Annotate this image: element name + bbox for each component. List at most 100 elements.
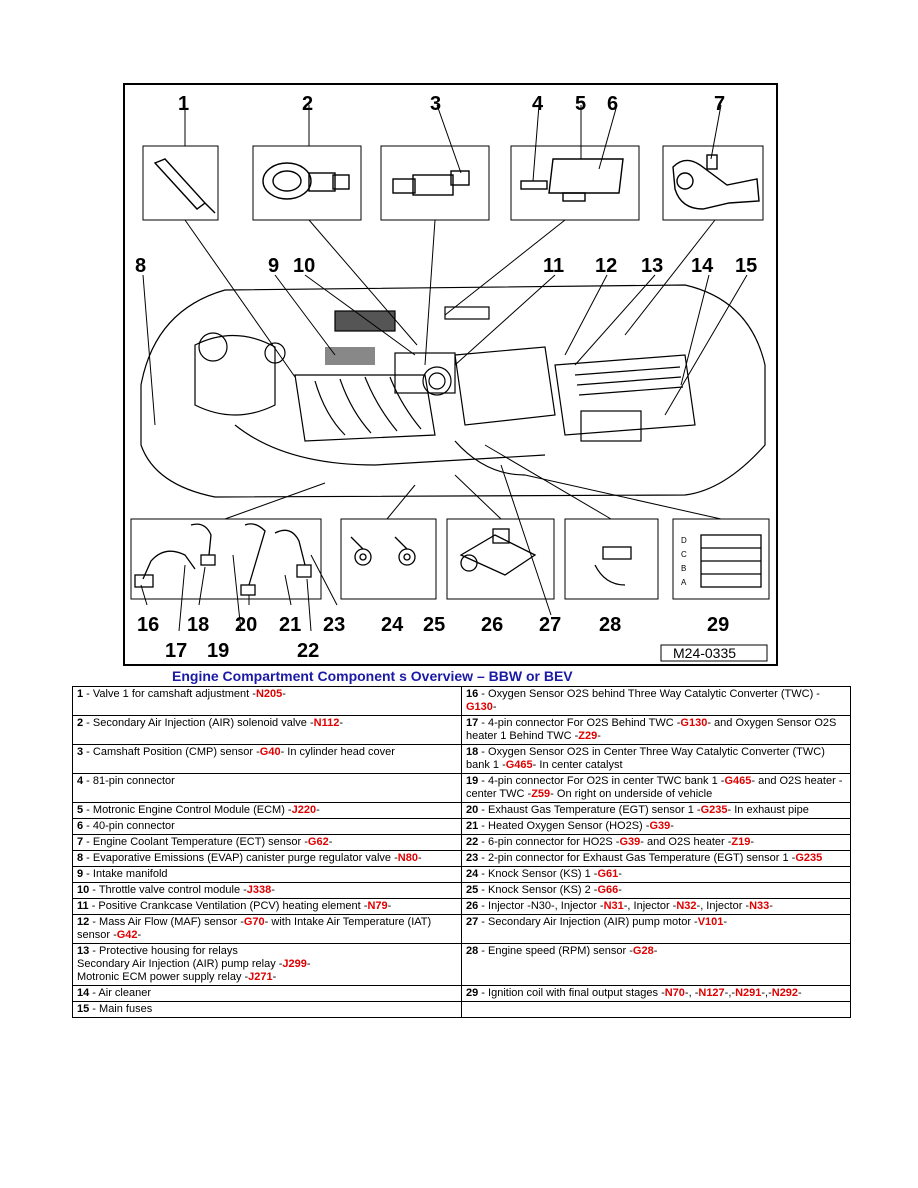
component-code: J271 xyxy=(248,971,273,983)
table-row: 2 - Secondary Air Injection (AIR) soleno… xyxy=(72,715,851,745)
callout-19: 19 xyxy=(207,640,229,662)
legend-cell: 18 - Oxygen Sensor O2S in Center Three W… xyxy=(461,744,851,774)
component-code: Z29 xyxy=(578,730,598,742)
component-code: N79 xyxy=(367,900,388,912)
item-text: -, Injector - xyxy=(623,900,677,912)
item-text: - Ignition coil with final output stages… xyxy=(478,987,665,999)
page-title: Engine Compartment Component s Overview … xyxy=(172,668,573,684)
legend-cell: 14 - Air cleaner xyxy=(72,985,462,1002)
item-number: 14 xyxy=(77,987,90,999)
item-number: 11 xyxy=(77,900,89,912)
item-text: - Knock Sensor (KS) 1 - xyxy=(478,868,598,880)
item-text: - Secondary Air Injection (AIR) pump mot… xyxy=(478,916,698,928)
item-text: - with Intake Air Temperature (IAT) sens… xyxy=(77,916,432,941)
coil-letter-b: B xyxy=(681,564,686,573)
component-code: G62 xyxy=(307,836,329,848)
legend-cell: 11 - Positive Crankcase Ventilation (PCV… xyxy=(72,898,462,915)
item-text: - Motronic Engine Control Module (ECM) - xyxy=(83,804,292,816)
component-box-1 xyxy=(142,145,219,221)
component-code: N291 xyxy=(735,987,762,999)
legend-cell: 12 - Mass Air Flow (MAF) sensor -G70- wi… xyxy=(72,914,462,944)
component-code: G61 xyxy=(597,868,619,880)
callout-9: 9 xyxy=(268,255,279,277)
item-number: 4 xyxy=(77,775,84,787)
legend-cell: 22 - 6-pin connector for HO2S -G39- and … xyxy=(461,834,851,851)
item-text: - In center catalyst xyxy=(532,759,623,771)
item-number: 23 xyxy=(466,852,479,864)
component-code: N112 xyxy=(313,717,340,729)
component-code: G39 xyxy=(619,836,641,848)
legend-cell: 24 - Knock Sensor (KS) 1 -G61- xyxy=(461,866,851,883)
component-code: N127 xyxy=(698,987,725,999)
legend-cell: 29 - Ignition coil with final output sta… xyxy=(461,985,851,1002)
engine-illustration: 1 2 3 4 5 6 7 8 9 10 11 12 13 14 15 16 1… xyxy=(130,93,770,662)
item-text: - Oxygen Sensor O2S behind Three Way Cat… xyxy=(478,688,820,700)
legend-cell: 23 - 2-pin connector for Exhaust Gas Tem… xyxy=(461,850,851,867)
component-code: Z19 xyxy=(731,836,751,848)
component-code: N292 xyxy=(771,987,799,999)
item-text: -,- xyxy=(724,987,736,999)
item-number: 9 xyxy=(77,868,84,880)
component-code: N70 xyxy=(664,987,685,999)
item-text: - and Oxygen Sensor O2S heater 1 Behind … xyxy=(466,717,837,742)
item-text: - Valve 1 for camshaft adjustment - xyxy=(83,688,256,700)
item-text: - xyxy=(339,717,343,729)
item-text: - Protective housing for relays xyxy=(89,945,238,957)
component-box-28 xyxy=(564,518,659,600)
legend-cell xyxy=(461,1001,851,1018)
legend-cell: 4 - 81-pin connector xyxy=(72,773,462,803)
legend-cell: 21 - Heated Oxygen Sensor (HO2S) -G39- xyxy=(461,818,851,835)
callout-1: 1 xyxy=(178,93,189,115)
component-code: N80 xyxy=(397,852,418,864)
callout-13: 13 xyxy=(641,255,663,277)
item-text: - Engine speed (RPM) sensor - xyxy=(478,945,633,957)
item-text: - Positive Crankcase Ventilation (PCV) h… xyxy=(88,900,368,912)
figure-code: M24-0335 xyxy=(673,645,736,661)
item-number: 7 xyxy=(77,836,84,848)
callout-18: 18 xyxy=(187,614,209,636)
callout-22: 22 xyxy=(297,640,319,662)
callout-28: 28 xyxy=(599,614,621,636)
component-legend-table: 1 - Valve 1 for camshaft adjustment -N20… xyxy=(72,686,851,1018)
item-text: - Injector -N30-, Injector - xyxy=(478,900,604,912)
item-text: - xyxy=(137,929,142,941)
legend-cell: 27 - Secondary Air Injection (AIR) pump … xyxy=(461,914,851,944)
legend-cell: 3 - Camshaft Position (CMP) sensor -G40-… xyxy=(72,744,462,774)
item-text: - Main fuses xyxy=(89,1003,153,1015)
component-code: N33 xyxy=(749,900,770,912)
legend-cell: 7 - Engine Coolant Temperature (ECT) sen… xyxy=(72,834,462,851)
item-text: -, - xyxy=(684,987,699,999)
legend-cell: 9 - Intake manifold xyxy=(72,866,462,883)
coil-letter-a: A xyxy=(681,578,687,587)
table-row: 7 - Engine Coolant Temperature (ECT) sen… xyxy=(72,834,851,851)
table-row: 1 - Valve 1 for camshaft adjustment -N20… xyxy=(72,686,851,716)
item-text: - xyxy=(387,900,392,912)
legend-cell: 20 - Exhaust Gas Temperature (EGT) senso… xyxy=(461,802,851,819)
legend-cell: 2 - Secondary Air Injection (AIR) soleno… xyxy=(72,715,462,745)
callout-5: 5 xyxy=(575,93,586,115)
item-text: - 4-pin connector For O2S Behind TWC - xyxy=(478,717,681,729)
callout-4: 4 xyxy=(532,93,544,115)
component-code: G465 xyxy=(505,759,533,771)
item-text: - Camshaft Position (CMP) sensor - xyxy=(83,746,260,758)
component-code: N31 xyxy=(603,900,624,912)
legend-cell: 15 - Main fuses xyxy=(72,1001,462,1018)
callout-17: 17 xyxy=(165,640,187,662)
item-number: 13 xyxy=(77,945,90,957)
item-number: 3 xyxy=(77,746,84,758)
item-text: - xyxy=(328,836,333,848)
item-number: 5 xyxy=(77,804,84,816)
item-text: - 2-pin connector for Exhaust Gas Temper… xyxy=(478,852,796,864)
legend-cell: 25 - Knock Sensor (KS) 2 -G66- xyxy=(461,882,851,899)
item-text: Secondary Air Injection (AIR) pump relay… xyxy=(77,958,283,970)
table-row: 11 - Positive Crankcase Ventilation (PCV… xyxy=(72,898,851,915)
component-code: Z59 xyxy=(531,788,551,800)
legend-cell: 8 - Evaporative Emissions (EVAP) caniste… xyxy=(72,850,462,867)
item-number: 22 xyxy=(466,836,479,848)
item-text: - Engine Coolant Temperature (ECT) senso… xyxy=(83,836,308,848)
item-text: - xyxy=(618,868,622,880)
